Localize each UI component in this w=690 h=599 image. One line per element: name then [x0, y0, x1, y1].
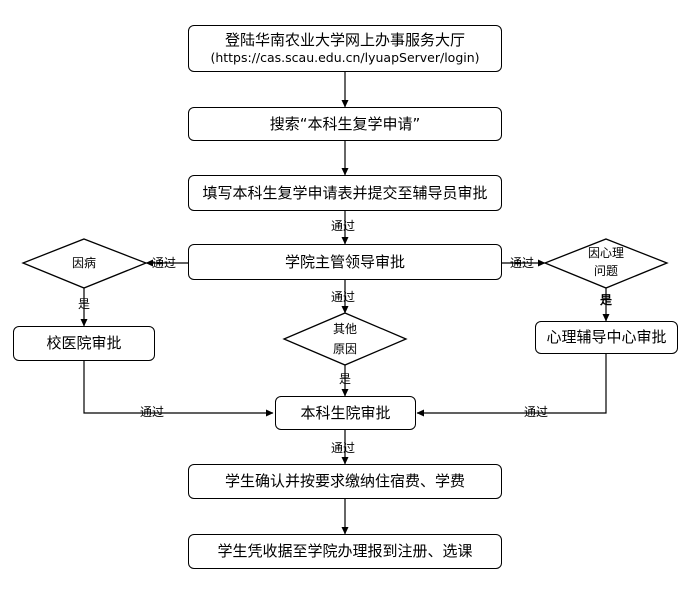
edge-label-college-to-illness: 通过 — [152, 256, 177, 270]
decision-psych — [543, 238, 669, 289]
decision-other-label: 其他 原因 — [315, 319, 375, 359]
psych-center-approval-box: 心理辅导中心审批 — [535, 321, 678, 354]
register-box: 学生凭收据至学院办理报到注册、选课 — [188, 534, 502, 569]
confirm-payment-box: 学生确认并按要求缴纳住宿费、学费 — [188, 464, 502, 499]
edge-label-fill-to-college: 通过 — [331, 219, 356, 233]
decision-psych-label: 因心理 问题 — [566, 244, 646, 280]
edge-label-college-to-other: 通过 — [331, 290, 356, 304]
other-text-line1: 其他 — [332, 322, 357, 336]
other-text-line2: 原因 — [332, 342, 357, 356]
confirm-payment-label: 学生确认并按要求缴纳住宿费、学费 — [224, 472, 465, 491]
hospital-approval-box: 校医院审批 — [13, 326, 155, 361]
college-approval-label: 学院主管领导审批 — [284, 252, 405, 271]
psych-text-line1: 因心理 — [587, 246, 624, 260]
undergrad-approval-label: 本科生院审批 — [300, 403, 391, 422]
undergrad-approval-box: 本科生院审批 — [275, 396, 416, 430]
edge-label-undergrad-to-confirm: 通过 — [331, 441, 356, 455]
login-box: 登陆华南农业大学网上办事服务大厅 (https://cas.scau.edu.c… — [188, 25, 502, 72]
fill-form-label: 填写本科生复学申请表并提交至辅导员审批 — [202, 183, 488, 202]
college-approval-box: 学院主管领导审批 — [188, 244, 502, 280]
decision-illness — [21, 238, 148, 289]
search-box: 搜索“本科生复学申请” — [188, 107, 502, 141]
edge-label-other-yes: 是 — [339, 372, 352, 386]
edge-label-college-to-psych: 通过 — [510, 256, 535, 270]
illness-text: 因病 — [71, 256, 96, 270]
search-label: 搜索“本科生复学申请” — [269, 114, 421, 133]
decision-other — [282, 312, 408, 366]
psych-center-approval-label: 心理辅导中心审批 — [546, 328, 667, 347]
register-label: 学生凭收据至学院办理报到注册、选课 — [217, 542, 473, 561]
edge-label-psych-to-undergrad: 通过 — [524, 405, 549, 419]
edge-label-hospital-to-undergrad: 通过 — [140, 405, 165, 419]
edge-label-psych-yes: 是 — [600, 293, 613, 307]
psych-text-line2: 问题 — [593, 264, 618, 278]
edge-label-illness-yes: 是 — [78, 297, 91, 311]
login-title: 登陆华南农业大学网上办事服务大厅 — [224, 31, 465, 50]
arrow-center-to-undergrad — [416, 354, 607, 417]
fill-form-box: 填写本科生复学申请表并提交至辅导员审批 — [188, 175, 502, 211]
arrow-hospital-to-undergrad — [83, 361, 274, 417]
hospital-approval-label: 校医院审批 — [46, 334, 122, 353]
login-url: (https://cas.scau.edu.cn/lyuapServer/log… — [210, 50, 480, 66]
decision-illness-label: 因病 — [54, 253, 114, 273]
